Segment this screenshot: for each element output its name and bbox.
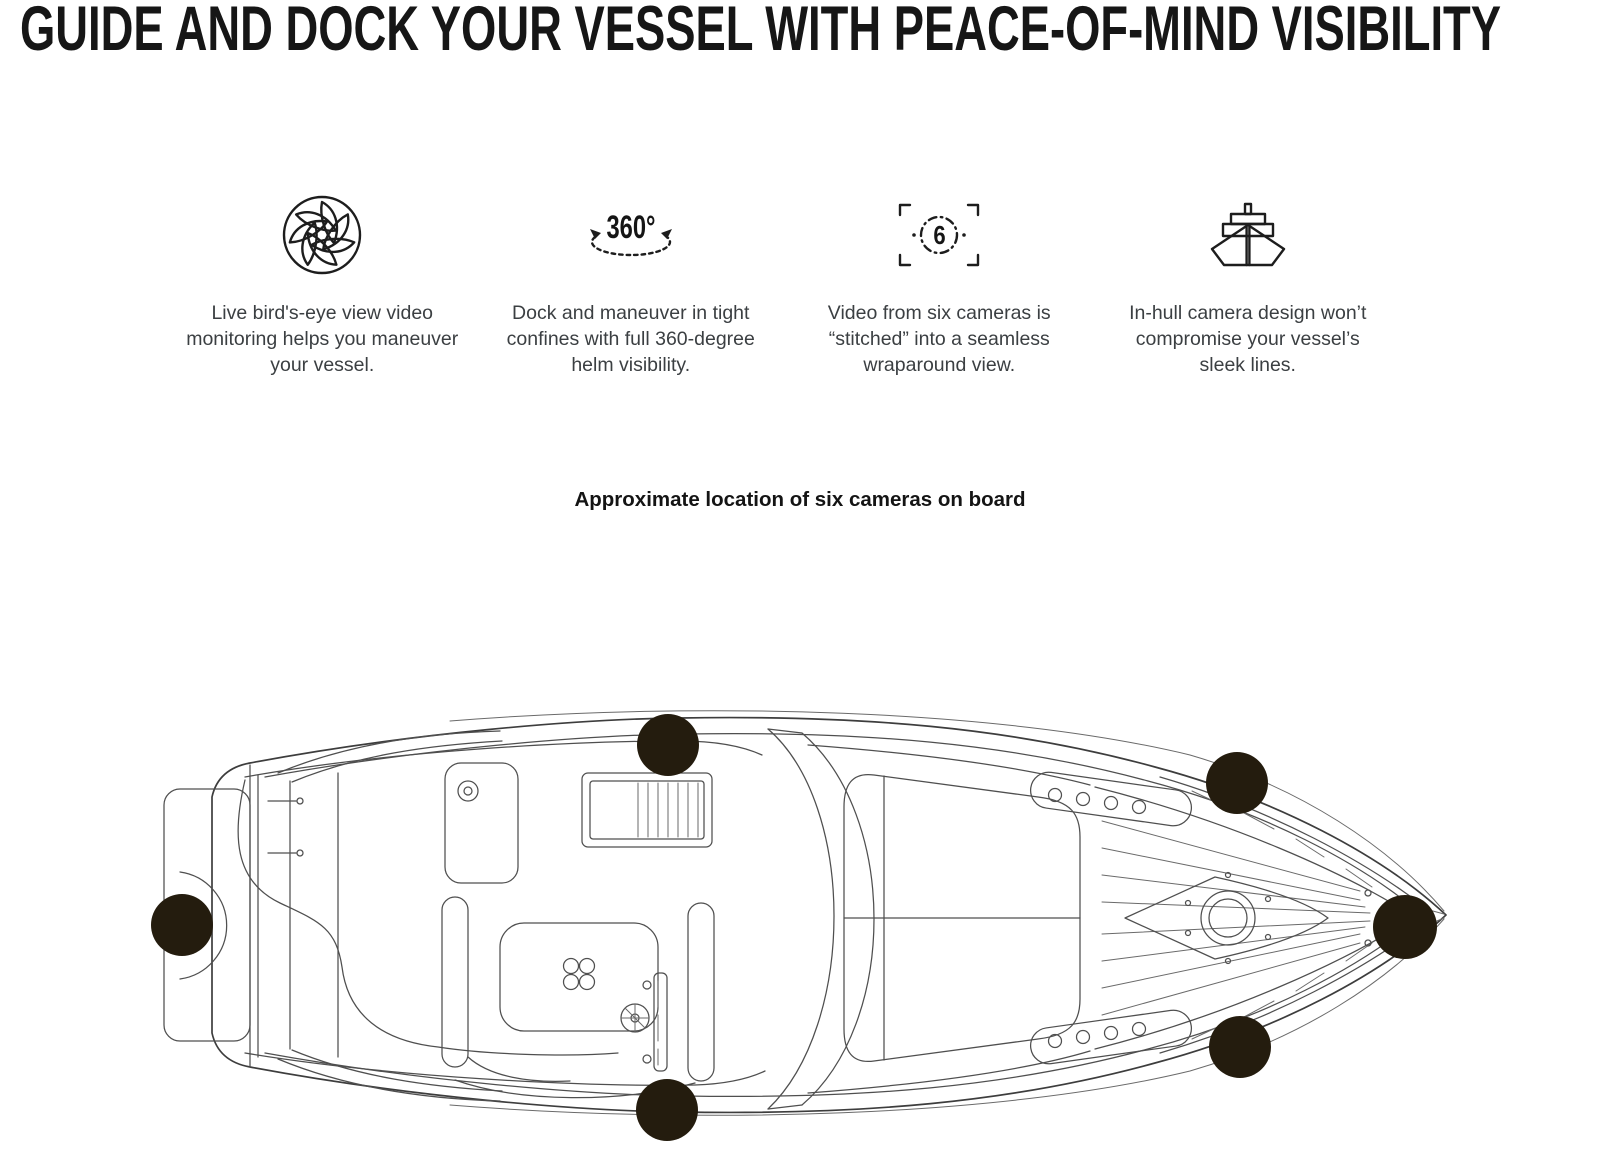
feature-caption: Dock and maneuver in tight confines with… [506,302,755,376]
camera-aperture-icon-svg [283,195,362,275]
page-title: GUIDE AND DOCK YOUR VESSEL WITH PEACE-OF… [20,0,1600,64]
feature-birds-eye: Live bird's-eye view video monitoring he… [168,186,477,378]
vent-strip-top [1029,771,1193,827]
camera-dot-bow [1373,895,1437,959]
diagram-caption: Approximate location of six cameras on b… [574,488,1026,511]
helm-wheel [620,1003,650,1033]
stern-platform [163,764,339,1068]
360-degree-sweep-icon: 360° [588,186,674,284]
feature-caption: In-hull camera design won’t compromise y… [1129,302,1367,376]
camera-dot-gunwale-top-midship [637,714,699,776]
in-hull-ship-icon [1209,186,1287,284]
viewfinder-brackets [899,203,980,267]
boat-diagram [150,685,1462,1155]
feature-row: Live bird's-eye view video monitoring he… [168,186,1402,378]
foredeck [1029,771,1409,1065]
camera-dot-gunwale-top-bow [1206,752,1268,814]
360-label: 360° [606,210,655,245]
six-camera-viewfinder-icon: 6 [898,186,980,284]
bow-sunpad [843,773,1081,1063]
vent-strip-bottom [1029,1009,1193,1065]
camera-dots [151,714,1437,1141]
camera-aperture-icon [280,186,364,284]
360-degree-sweep-icon-svg: 360° [589,210,672,257]
camera-count-label: 6 [934,221,946,250]
page-title-text: GUIDE AND DOCK YOUR VESSEL WITH PEACE-OF… [20,0,1502,64]
boat-topview-svg [151,710,1447,1141]
in-hull-ship-icon-svg [1210,202,1285,267]
windshield [767,728,1091,1110]
camera-dot-gunwale-bottom-midship [636,1079,698,1141]
six-camera-viewfinder-icon-svg: 6 [899,203,980,267]
hatch-bolts [1184,871,1372,965]
camera-dot-stern [151,894,213,956]
feature-in-hull: In-hull camera design won’t compromise y… [1094,186,1403,378]
camera-dot-gunwale-bottom-bow [1209,1016,1271,1078]
feature-caption: Live bird's-eye view video monitoring he… [186,302,459,376]
feature-360: 360° Dock and maneuver in tight confines… [477,186,786,378]
deck-planks [1101,820,1371,1016]
cupholders [562,957,596,991]
feature-six-cameras: 6 Video from six cameras is “stitched” i… [785,186,1094,378]
aperture-blades [288,200,356,266]
cockpit [237,740,766,1099]
feature-caption: Video from six cameras is “stitched” int… [827,302,1051,376]
